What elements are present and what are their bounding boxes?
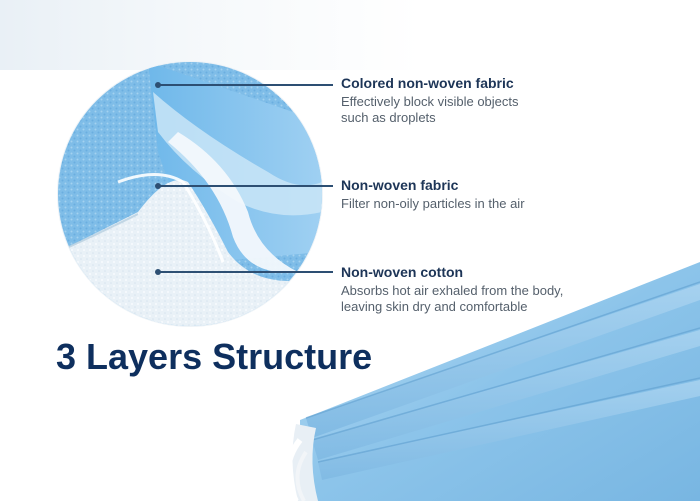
callout-inner-layer: Non-woven cotton Absorbs hot air exhaled…	[341, 264, 563, 315]
fabric-fold-edge	[117, 173, 225, 263]
fabric-inner-layer	[58, 180, 322, 326]
fabric-inner-fold	[168, 132, 298, 273]
mask-pleat-shadow	[317, 377, 700, 463]
mask-pleat	[318, 380, 700, 480]
layer-title: Non-woven cotton	[341, 264, 464, 280]
layer-description: Absorbs hot air exhaled from the body, l…	[341, 283, 564, 314]
fabric-closeup-circle	[58, 62, 322, 326]
headline: 3 Layers Structure	[56, 336, 373, 377]
callout-middle-layer: Non-woven fabric Filter non-oily particl…	[341, 177, 525, 212]
mask-pleat	[306, 284, 700, 438]
background-fade	[0, 0, 700, 70]
ear-loop	[295, 450, 308, 501]
ear-loop	[284, 438, 303, 501]
layer-description: Filter non-oily particles in the air	[341, 196, 525, 211]
layer-title: Colored non-woven fabric	[341, 75, 514, 91]
callout-line-outer-layer	[155, 82, 333, 88]
layer-description: Effectively block visible objects such a…	[341, 94, 519, 125]
fabric-fold-highlight	[153, 92, 322, 216]
mask-pleat-shadow	[311, 327, 700, 441]
callout-line-middle-layer	[155, 183, 333, 189]
callout-outer-layer: Colored non-woven fabric Effectively blo…	[341, 75, 519, 126]
callout-line-inner-layer	[155, 269, 333, 275]
mask-pleat	[312, 330, 700, 460]
mask-pleat-shadow	[305, 281, 700, 419]
layer-title: Non-woven fabric	[341, 177, 459, 193]
